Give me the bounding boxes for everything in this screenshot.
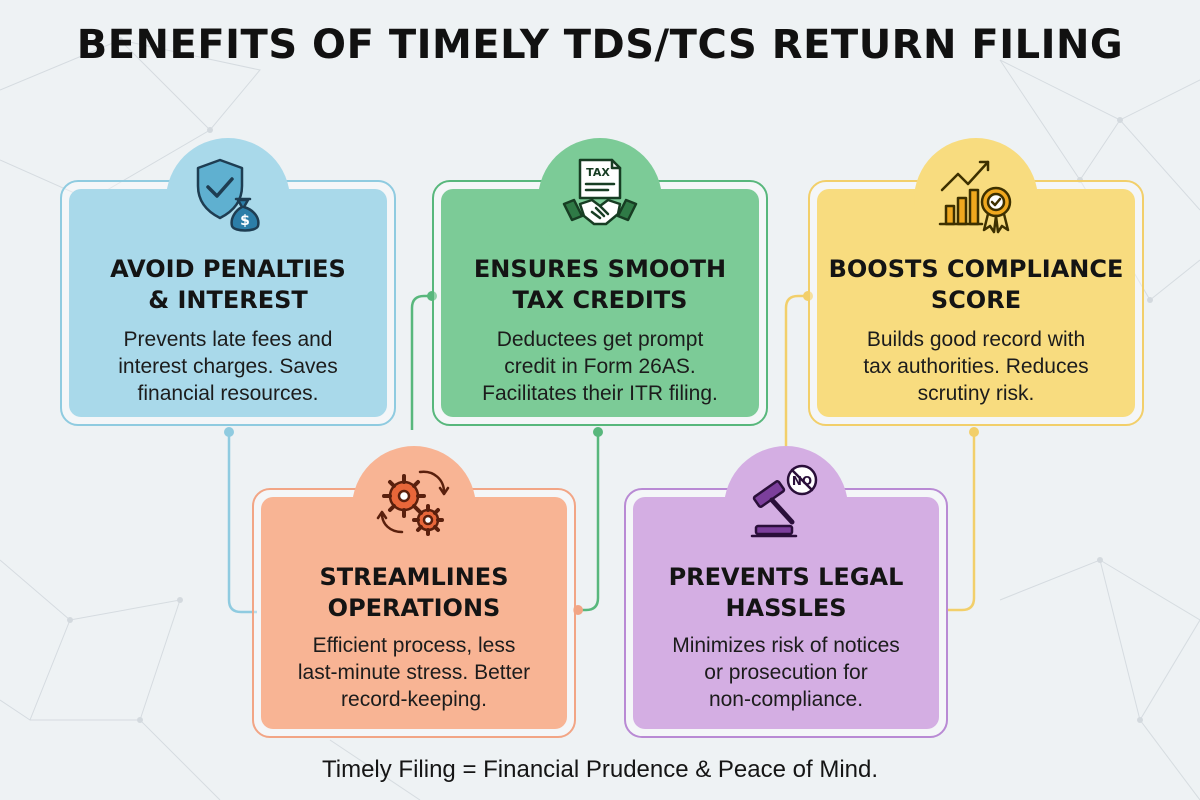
shield-money-bag-icon: $ <box>196 158 260 232</box>
icon-badge: TAX <box>538 138 662 262</box>
card-description: Efficient process, less last-minute stre… <box>297 634 531 711</box>
footer-tagline: Timely Filing = Financial Prudence & Pea… <box>321 756 879 783</box>
card-heading: AVOID PENALTIES & INTEREST <box>110 255 346 314</box>
growth-chart-badge-icon <box>938 160 1012 234</box>
card-ensures-smooth-tax-credits: TAX ENSURES SMOOTH TAX CREDITS Deductees… <box>432 138 768 426</box>
svg-text:$: $ <box>240 213 250 229</box>
card-description: Builds good record with tax authorities.… <box>863 328 1089 405</box>
card-heading: PREVENTS LEGAL HASSLES <box>668 563 904 622</box>
icon-badge <box>352 446 476 570</box>
icon-badge <box>914 138 1038 262</box>
card-heading: BOOSTS COMPLIANCE SCORE <box>828 255 1124 314</box>
gavel-no-icon: NO <box>750 464 818 538</box>
card-description: Minimizes risk of notices or prosecution… <box>672 634 900 711</box>
connector-penalties-operations <box>224 427 257 614</box>
icon-badge: $ <box>166 138 290 262</box>
card-prevents-legal-hassles: NO PREVENTS LEGAL HASSLES Minimizes risk… <box>624 446 948 738</box>
card-heading: ENSURES SMOOTH TAX CREDITS <box>473 255 727 314</box>
card-streamlines-operations: STREAMLINES OPERATIONS Efficient process… <box>252 446 576 738</box>
card-description: Deductees get prompt credit in Form 26AS… <box>482 328 718 405</box>
card-avoid-penalties: $ AVOID PENALTIES & INTEREST Prevents la… <box>60 138 396 426</box>
card-description: Prevents late fees and interest charges.… <box>118 328 338 405</box>
page-title: BENEFITS OF TIMELY TDS/TCS RETURN FILING <box>76 22 1124 68</box>
gears-cycle-icon <box>376 470 450 536</box>
card-boosts-compliance-score: BOOSTS COMPLIANCE SCORE Builds good reco… <box>808 138 1144 426</box>
tax-document-handshake-icon: TAX <box>562 158 638 226</box>
svg-text:TAX: TAX <box>586 166 610 179</box>
connector-compliance-legal <box>948 427 979 612</box>
connector-credits-operations <box>573 427 603 615</box>
card-heading: STREAMLINES OPERATIONS <box>319 563 509 622</box>
icon-badge: NO <box>724 446 848 570</box>
